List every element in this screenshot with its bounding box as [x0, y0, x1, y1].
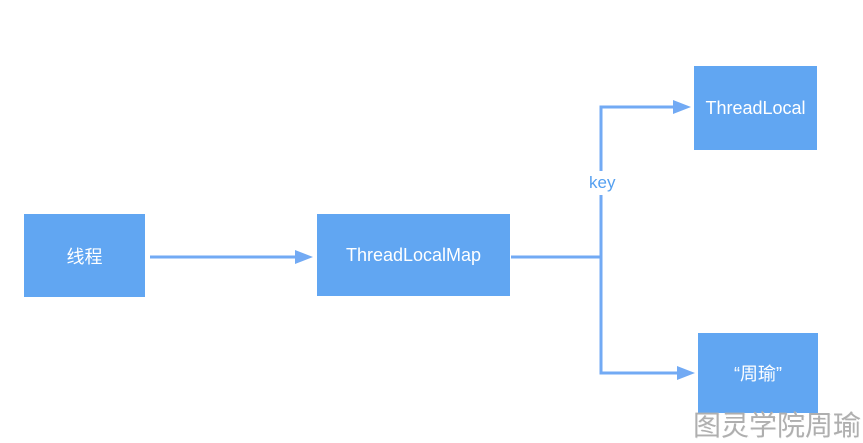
edge-label-key: key [585, 171, 620, 196]
node-threadlocal[interactable]: ThreadLocal [694, 66, 817, 150]
node-thread[interactable]: 线程 [24, 214, 145, 297]
edge-map-to-value [599, 257, 678, 375]
arrowhead-threadlocal [673, 100, 691, 114]
node-thread-label: 线程 [66, 246, 103, 267]
arrowhead-value [677, 366, 695, 380]
node-value-zhouyu[interactable]: “周瑜” [698, 333, 818, 413]
watermark-text: 图灵学院周瑜 [692, 410, 861, 442]
node-threadlocalmap[interactable]: ThreadLocalMap [317, 214, 510, 296]
node-threadlocalmap-label: ThreadLocalMap [345, 244, 482, 265]
node-threadlocal-label: ThreadLocal [705, 97, 806, 118]
arrowhead-map [295, 250, 313, 264]
node-value-label: “周瑜” [734, 364, 782, 384]
